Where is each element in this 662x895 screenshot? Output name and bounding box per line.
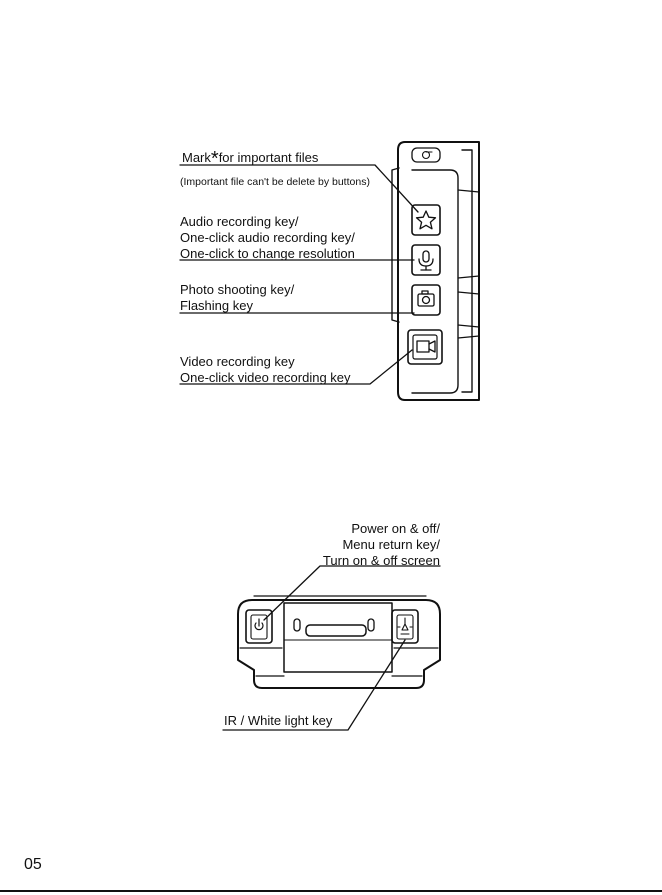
top-view-device bbox=[237, 595, 441, 689]
mark-label: Mark*for important files bbox=[182, 148, 319, 170]
video-camera-icon bbox=[416, 340, 436, 353]
bottom-rule bbox=[0, 890, 662, 892]
star-icon bbox=[415, 210, 437, 230]
leader-mark bbox=[179, 164, 419, 213]
mark-note: (Important file can't be delete by butto… bbox=[180, 176, 370, 188]
power-key-label: Power on & off/ Menu return key/ Turn on… bbox=[322, 521, 440, 568]
photo-key-label: Photo shooting key/ Flashing key bbox=[180, 282, 295, 313]
leader-ir bbox=[222, 639, 406, 731]
camera-icon bbox=[417, 290, 435, 307]
page-number: 05 bbox=[24, 856, 42, 873]
leader-power bbox=[263, 565, 441, 621]
flashlight-icon bbox=[397, 617, 413, 635]
ir-key-label: IR / White light key bbox=[224, 713, 333, 728]
power-icon bbox=[254, 618, 264, 631]
side-view-device bbox=[391, 141, 480, 401]
leader-video bbox=[179, 349, 413, 385]
audio-key-label: Audio recording key/ One-click audio rec… bbox=[180, 214, 355, 261]
microphone-icon bbox=[418, 250, 434, 271]
video-key-label: Video recording key One-click video reco… bbox=[180, 354, 351, 385]
